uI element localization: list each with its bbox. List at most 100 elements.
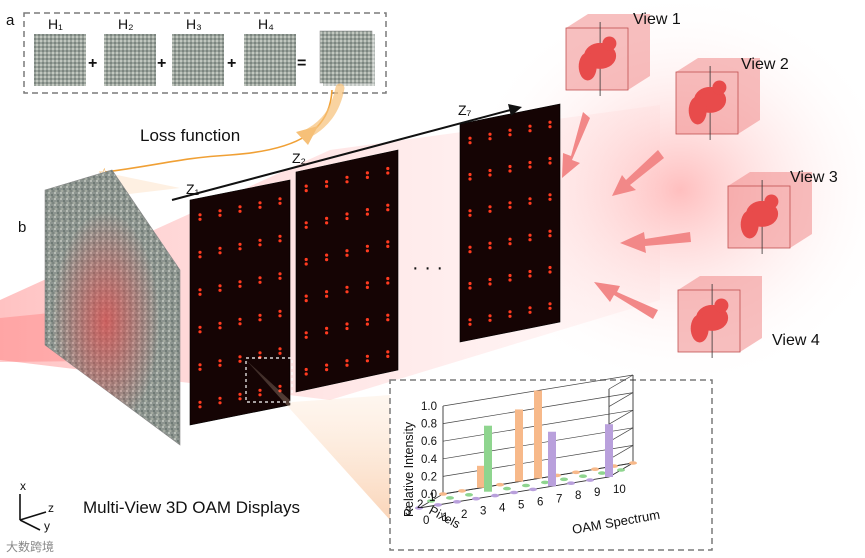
focal-spot: [258, 205, 262, 209]
focal-spot: [365, 322, 369, 326]
focal-spot: [198, 255, 202, 259]
focal-spot: [468, 318, 472, 322]
focal-spot: [325, 363, 329, 367]
focal-spot: [218, 284, 222, 288]
plane-z2: [295, 149, 399, 393]
chart-floor-marker: [496, 482, 504, 487]
chart-floor-marker: [415, 506, 423, 510]
view-cube-front: [727, 185, 791, 249]
chart-gridline-side: [608, 392, 634, 407]
depth-planes: [189, 103, 561, 426]
focal-spot: [198, 217, 202, 221]
focal-spot: [386, 203, 390, 207]
figure-title: Multi-View 3D OAM Displays: [83, 498, 300, 517]
hologram-tile: [34, 34, 86, 86]
focal-spot: [365, 281, 369, 285]
plane-label-z1: Z₁: [186, 181, 200, 197]
focal-spot: [365, 318, 369, 322]
focal-spot: [528, 160, 532, 165]
focal-spot: [345, 363, 349, 367]
focal-spot: [508, 310, 512, 314]
focal-spot: [528, 269, 532, 274]
focal-spot: [365, 208, 369, 212]
plane-ellipsis: · · ·: [412, 257, 443, 279]
x-tick-label: 0: [423, 515, 429, 527]
focal-spot: [238, 284, 242, 288]
chart-floor-marker: [472, 496, 480, 501]
focal-spot: [198, 330, 202, 334]
focal-spot: [345, 326, 349, 331]
chart-floor-marker: [617, 468, 625, 472]
focal-spot: [528, 165, 532, 169]
focal-spot: [278, 309, 282, 313]
squirrel-head: [714, 298, 729, 313]
focal-spot: [365, 354, 369, 358]
chart-floor-marker: [579, 474, 587, 479]
chart-floor-marker: [439, 492, 447, 496]
focal-spot: [278, 276, 282, 280]
x-tick-label: 5: [518, 500, 524, 512]
chart-floor-marker: [503, 486, 511, 491]
pixel-tick-label: 2: [417, 499, 423, 511]
focal-spot: [528, 310, 532, 314]
hologram-operator: =: [297, 55, 306, 72]
focal-spot: [548, 120, 552, 124]
chart-floor-marker: [458, 489, 466, 493]
focal-spot: [508, 128, 512, 132]
focal-spot: [278, 201, 282, 205]
squirrel-head: [712, 80, 727, 95]
focal-spot: [304, 299, 308, 303]
pixel-tick-label: 1: [429, 492, 435, 504]
focal-spot: [238, 247, 242, 251]
hologram-tile: [172, 34, 224, 86]
y-tick-label: 0.0: [421, 489, 437, 501]
focal-spot: [386, 171, 390, 175]
focal-spot: [325, 258, 329, 262]
focal-spot: [345, 359, 349, 363]
focal-spot: [258, 313, 262, 317]
focal-spot: [548, 306, 552, 310]
focal-spot: [258, 280, 262, 284]
focal-spot: [468, 322, 472, 326]
hologram-sum-tile-shadow: [323, 34, 375, 86]
focal-spot: [345, 175, 349, 179]
focal-spot: [258, 351, 262, 355]
focal-spot: [198, 250, 202, 254]
plane-label-z7: Z₇: [458, 102, 472, 118]
hologram-operator: +: [227, 55, 236, 72]
hologram-operator: +: [157, 55, 166, 72]
focal-spot: [218, 396, 222, 400]
view-arrows: [562, 112, 691, 319]
chart-gridline-side: [608, 374, 634, 390]
focal-spot: [528, 238, 532, 242]
chart-floor-marker: [572, 470, 580, 475]
focal-spot: [386, 166, 390, 171]
view-4-label: View 4: [772, 332, 820, 349]
focal-spot: [345, 249, 349, 253]
chart-floor-marker: [522, 483, 530, 488]
hologram-tile: [104, 34, 156, 86]
focal-spot: [278, 347, 282, 351]
focal-spot: [218, 363, 222, 367]
focal-spot: [468, 141, 472, 145]
focal-spot: [198, 213, 202, 217]
focal-spot: [304, 262, 308, 266]
y-tick-label: 1.0: [421, 401, 437, 413]
focal-spot: [386, 318, 390, 322]
y-tick-label: 0.2: [421, 471, 437, 483]
focal-spot: [548, 265, 552, 270]
focal-spot: [258, 243, 262, 247]
focal-spot: [468, 136, 472, 140]
focal-spot: [488, 137, 492, 141]
chart-floor-marker: [567, 481, 575, 486]
focal-spot: [218, 401, 222, 405]
view-cube-front: [675, 71, 739, 135]
axis-x-label: x: [20, 479, 26, 493]
focal-spot: [325, 216, 329, 220]
focal-spot: [198, 325, 202, 329]
focal-spot: [488, 277, 492, 282]
focal-spot: [278, 384, 282, 388]
x-tick-label: 2: [461, 509, 467, 521]
chart-gridline-side: [608, 409, 634, 425]
